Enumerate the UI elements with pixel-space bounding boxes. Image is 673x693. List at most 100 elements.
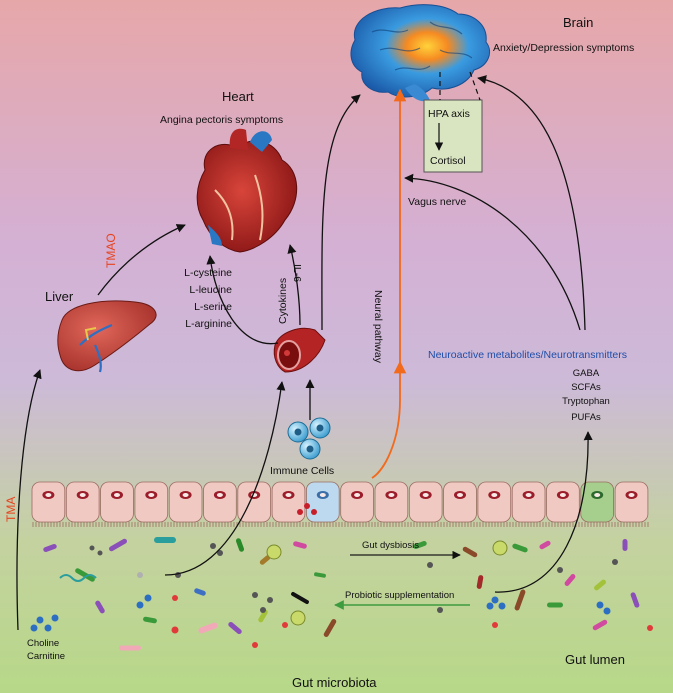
rod-bacterium (323, 619, 337, 637)
coccus-bacterium (557, 567, 563, 573)
coccus-bacterium (647, 625, 653, 631)
coccus-bacterium (267, 597, 273, 603)
epithelial-cell (203, 481, 237, 523)
cytokines-label: Cytokines (277, 277, 289, 324)
rod-bacterium (514, 589, 526, 611)
blue-cluster-bacterium (44, 624, 52, 632)
liver-title: Liver (45, 289, 74, 304)
amino-acid-3: L-serine (194, 301, 232, 313)
epithelial-cell (305, 481, 340, 523)
blue-cluster-bacterium (30, 624, 38, 632)
rod-bacterium (198, 622, 218, 634)
rod-bacterium (564, 574, 576, 586)
coccus-bacterium (217, 550, 223, 556)
liver-illustration (57, 300, 157, 373)
gut-microbes (30, 537, 653, 651)
rod-bacterium (539, 540, 551, 550)
epithelial-cell (340, 481, 374, 523)
tma-label: TMA (4, 496, 18, 522)
cortisol-label: Cortisol (430, 155, 466, 167)
rod-bacterium (622, 539, 628, 551)
rod-bacterium (476, 575, 484, 589)
epithelial-cell (614, 481, 649, 523)
coccus-bacterium (612, 559, 618, 565)
epithelial-cell (580, 481, 614, 523)
blue-cluster-bacterium (498, 602, 506, 610)
amino-acid-4: L-arginine (185, 318, 232, 330)
carnitine-label: Carnitine (27, 651, 66, 662)
gut-neuroactive-arrow (494, 431, 593, 593)
probiotic-label: Probiotic supplementation (345, 590, 455, 601)
tmao-arrow (97, 224, 186, 296)
blue-cluster-bacterium (51, 614, 59, 622)
gut-microbiota-label: Gut microbiota (292, 675, 377, 690)
epithelial-cell (168, 481, 203, 523)
rod-bacterium (630, 592, 640, 608)
amino-acid-1: L-cysteine (184, 267, 232, 279)
coccus-bacterium (252, 642, 258, 648)
vessel-brain-arrow (321, 94, 361, 331)
brain-title: Brain (563, 15, 594, 30)
epithelial-cell (271, 481, 306, 523)
rod-bacterium (143, 616, 157, 624)
neuroactive-title: Neuroactive metabolites/Neurotransmitter… (428, 349, 627, 361)
epithelial-cell (237, 481, 272, 523)
blood-vessel-illustration (273, 327, 326, 373)
amino-acid-arrow (206, 255, 279, 345)
yeast-cell (492, 540, 508, 556)
epithelial-cell (31, 481, 66, 523)
epithelial-cell (443, 481, 477, 523)
brain-symptoms: Anxiety/Depression symptoms (493, 42, 635, 54)
blue-cluster-bacterium (136, 601, 144, 609)
rod-bacterium (291, 592, 309, 604)
coccus-bacterium (137, 572, 143, 578)
neuroactive-pufas: PUFAs (571, 412, 601, 423)
vagus-nerve-label: Vagus nerve (408, 196, 467, 208)
gut-dysbiosis-label: Gut dysbiosis (362, 540, 420, 551)
tmao-label: TMAO (104, 233, 118, 268)
immune-cells (287, 417, 331, 460)
rod-bacterium (259, 555, 271, 565)
rod-bacterium (547, 602, 563, 608)
coccus-bacterium (252, 592, 258, 598)
blue-cluster-bacterium (486, 602, 494, 610)
coccus-bacterium (210, 543, 216, 549)
epithelial-cell (374, 481, 409, 523)
rod-bacterium (95, 600, 105, 614)
rod-bacterium (119, 645, 141, 651)
blue-cluster-bacterium (36, 616, 44, 624)
rod-bacterium (293, 541, 307, 549)
heart-symptoms: Angina pectoris symptoms (160, 114, 284, 126)
rod-bacterium (258, 609, 268, 623)
epithelial-cell (65, 481, 100, 523)
pathway-arrows (16, 75, 593, 631)
coccus-bacterium (171, 626, 179, 634)
rod-bacterium (228, 621, 242, 635)
gut-lumen-label: Gut lumen (565, 652, 625, 667)
rod-bacterium (592, 619, 608, 631)
blue-cluster-bacterium (603, 607, 611, 615)
intestinal-epithelium (31, 481, 649, 527)
neuroactive-tryptophan: Tryptophan (562, 396, 610, 407)
rod-bacterium (413, 540, 427, 550)
microvilli (32, 522, 649, 527)
blue-cluster-bacterium (491, 596, 499, 604)
coccus-bacterium (260, 607, 266, 613)
immune-cells-label: Immune Cells (270, 465, 335, 477)
neuroactive-gaba: GABA (572, 368, 600, 379)
coccus-bacterium (282, 622, 288, 628)
coccus-bacterium (97, 550, 103, 556)
amino-acid-2: L-leucine (189, 284, 232, 296)
rod-bacterium (594, 579, 606, 591)
tma-arrow (16, 369, 42, 631)
cytokine-arrow (287, 244, 301, 326)
brain-illustration (350, 4, 490, 102)
hpa-axis-label: HPA axis (428, 108, 470, 120)
neural-pathway-line (371, 88, 407, 479)
granule (297, 509, 303, 515)
rod-bacterium (314, 572, 326, 578)
coccus-bacterium (437, 607, 443, 613)
rod-bacterium (462, 546, 478, 558)
rod-bacterium (43, 543, 57, 553)
